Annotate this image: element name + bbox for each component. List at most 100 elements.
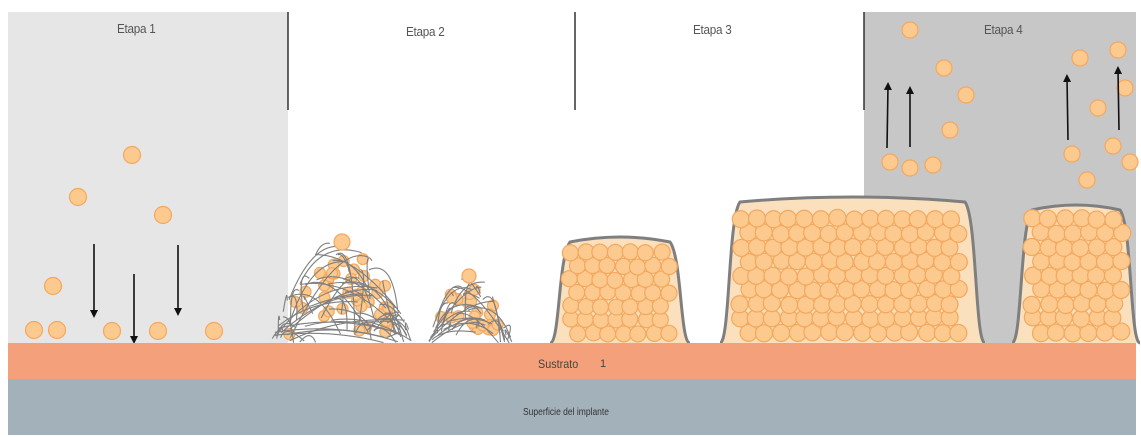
bacterial-cell-icon [629, 259, 645, 275]
bacterial-cell-icon [861, 296, 878, 313]
bacterial-cell-icon [812, 211, 829, 228]
bacterial-cell-icon [1047, 324, 1064, 341]
bacterial-cell-icon [958, 87, 974, 103]
bacterial-cell-icon [1048, 225, 1065, 242]
bacterial-cell-icon [781, 297, 798, 314]
implant-surface-label: Superficie del implante [523, 407, 609, 418]
bacterial-cell-icon [878, 210, 895, 227]
bacterial-cell-icon [622, 244, 638, 260]
bacterial-cell-icon [733, 239, 750, 256]
stage-2-mound-large [272, 243, 411, 343]
bacterial-cell-icon [607, 244, 623, 260]
bacterial-cell-icon [829, 209, 846, 226]
bacterial-cell-icon [882, 154, 898, 170]
bacterial-cell-icon [1105, 138, 1121, 154]
bacterial-cell-icon [462, 269, 476, 283]
bacterial-cell-icon [607, 272, 623, 288]
stage-4-label: Etapa 4 [984, 22, 1022, 37]
bacterial-cell-icon [562, 245, 578, 261]
stage-3-microcolony [550, 237, 690, 343]
bacterial-cell-icon [49, 322, 66, 339]
bacterial-cell-icon [592, 299, 608, 315]
bacterial-cell-icon [155, 207, 172, 224]
bacterial-cell-icon [934, 325, 951, 342]
bacterial-cell-icon [104, 323, 121, 340]
stage-2-mound-small [429, 276, 512, 343]
bacterial-cell-icon [1024, 210, 1041, 227]
bacterial-cell-icon [919, 324, 936, 341]
bacterial-cell-icon [909, 211, 926, 228]
bacterial-cell-icon [70, 189, 87, 206]
bacterial-cell-icon [942, 122, 958, 138]
bacterial-cell-icon [1122, 154, 1138, 170]
bacterial-cell-icon [950, 254, 967, 271]
bacterial-cell-icon [654, 244, 670, 260]
bacterial-cell-icon [1039, 210, 1056, 227]
bacterial-cell-icon [779, 210, 796, 227]
matrix-strand [432, 331, 476, 340]
bacterial-cell-icon [950, 325, 967, 342]
bacterial-cell-icon [902, 160, 918, 176]
bacterial-cell-icon [1090, 100, 1106, 116]
bacterial-cell-icon [846, 211, 863, 228]
substrate-marker: 1 [600, 358, 606, 370]
substrate-label: Sustrato [538, 357, 578, 371]
arrow-up-icon [1118, 70, 1119, 130]
bacterial-cell-icon [820, 282, 837, 299]
bacterial-cell-icon [592, 244, 608, 260]
bacterial-cell-icon [630, 326, 646, 342]
bacterial-cell-icon [570, 326, 586, 342]
bacterial-cell-icon [796, 210, 813, 227]
bacterial-cell-icon [1023, 239, 1040, 256]
bacterial-cell-icon [773, 324, 790, 341]
bacterial-cell-icon [763, 310, 780, 327]
bacterial-cell-icon [862, 210, 879, 227]
bacterial-cell-icon [1057, 210, 1074, 227]
bacterial-cell-icon [731, 296, 748, 313]
bacterial-cell-icon [748, 210, 765, 227]
bacterial-cell-icon [1023, 296, 1040, 313]
bacterial-cell-icon [1064, 225, 1081, 242]
bacterial-cell-icon [1072, 50, 1088, 66]
bacterial-cell-icon [780, 268, 797, 285]
bacterial-cell-icon [1105, 211, 1122, 228]
bacterial-cell-icon [860, 239, 877, 256]
arrow-up-icon [1067, 78, 1068, 140]
stage-2-label: Etapa 2 [406, 24, 444, 39]
bacterial-cell-icon [927, 211, 944, 228]
bacterial-cell-icon [334, 234, 350, 250]
bacterial-cell-icon [936, 60, 952, 76]
stage-1-label: Etapa 1 [117, 21, 155, 36]
bacterial-cell-icon [1088, 211, 1105, 228]
stage-3-label: Etapa 3 [693, 22, 731, 37]
bacterial-cell-icon [755, 325, 772, 342]
bacterial-cell-icon [661, 285, 677, 301]
stage-1-panel [8, 12, 288, 345]
bacterial-cell-icon [942, 211, 959, 228]
bacterial-cell-icon [45, 278, 62, 295]
bacterial-cell-icon [661, 258, 677, 274]
stage-4-mature-biofilm-right [1012, 205, 1140, 343]
stage-4-mature-biofilm [720, 197, 985, 343]
bacterial-cell-icon [894, 211, 911, 228]
arrow-up-icon [887, 86, 888, 148]
bacterial-cell-icon [1110, 42, 1126, 58]
matrix-strand [316, 243, 330, 254]
bacterial-cell-icon [1064, 146, 1080, 162]
bacterial-cell-icon [150, 323, 167, 340]
bacterial-cell-icon [26, 322, 43, 339]
bacterial-cell-icon [1079, 172, 1095, 188]
bacterial-cell-icon [925, 157, 941, 173]
bacterial-cell-icon [1097, 282, 1114, 299]
bacterial-cell-icon [941, 296, 958, 313]
bacterial-cell-icon [902, 22, 918, 38]
bacterial-cell-icon [637, 245, 653, 261]
bacterial-cell-icon [732, 211, 749, 228]
bacterial-cell-icon [1057, 297, 1074, 314]
bacterial-cell-icon [1073, 310, 1090, 327]
bacterial-cell-icon [592, 272, 608, 288]
bacterial-cell-icon [124, 147, 141, 164]
bacterial-cell-icon [206, 323, 223, 340]
